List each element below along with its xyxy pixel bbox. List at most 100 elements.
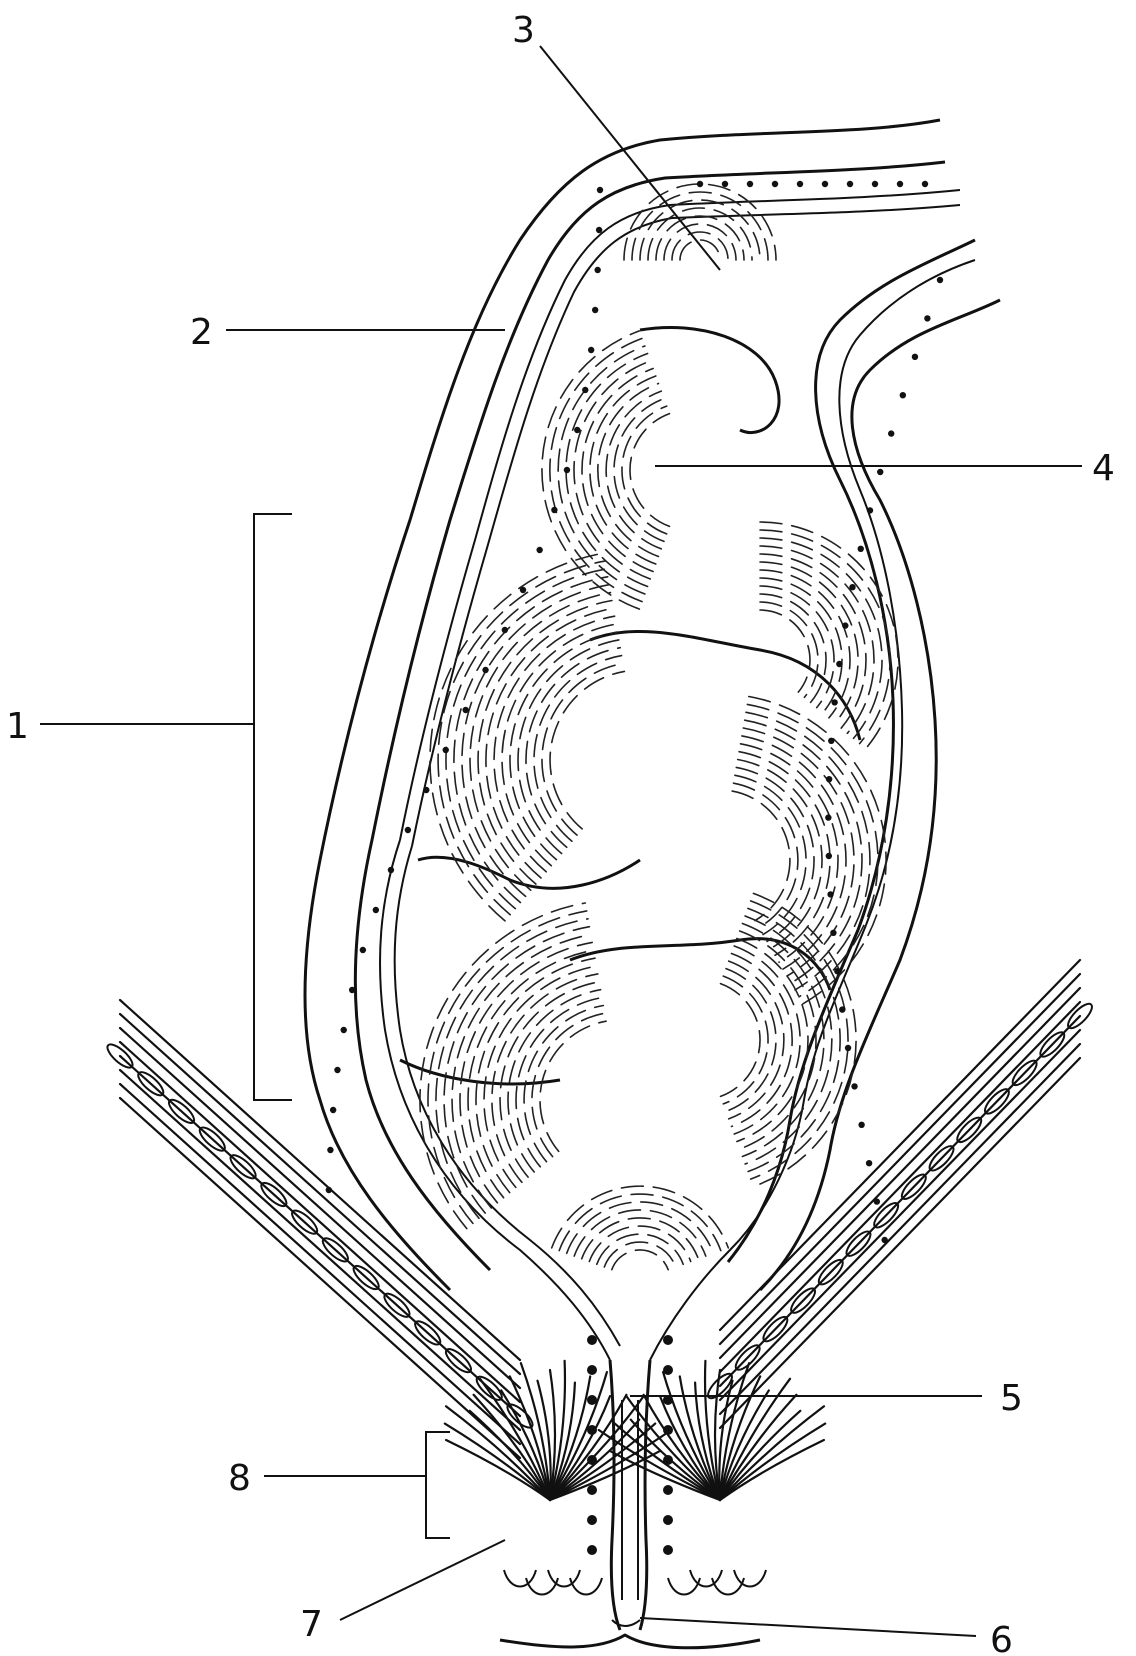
label-7: 7	[300, 1604, 323, 1645]
label-3: 3	[512, 10, 535, 51]
hatch-arc	[540, 1021, 606, 1151]
wall-dot	[722, 181, 728, 187]
wall-dot	[912, 354, 918, 360]
hatch-arc	[478, 601, 612, 885]
hatch-arc	[630, 414, 670, 527]
wall-dot	[839, 1006, 845, 1012]
hatch-arc	[721, 984, 761, 1097]
wall-dot	[772, 181, 778, 187]
mucosal-hatching	[420, 184, 898, 1270]
muscle-fiber	[120, 1028, 520, 1388]
sphincter-lobe	[734, 1570, 766, 1587]
wall-dot	[922, 181, 928, 187]
muscle-fiber	[720, 1044, 1080, 1414]
wall-dot	[536, 547, 542, 553]
hatch-arc	[590, 376, 656, 564]
wall-dot	[827, 891, 833, 897]
hatch-arc	[760, 562, 858, 723]
wall-dot	[836, 661, 842, 667]
anal-orifice	[500, 1620, 760, 1648]
rectal-folds	[400, 327, 860, 1083]
wall-dots	[326, 181, 944, 1555]
muscle-fiber	[120, 1084, 520, 1444]
wall-dot	[937, 277, 943, 283]
label-4: 4	[1092, 448, 1115, 489]
muscle-fiber	[720, 960, 1080, 1330]
muscle-fiber	[720, 1016, 1080, 1386]
wall-dot	[877, 469, 883, 475]
mucosal-lining	[380, 190, 975, 1360]
wall-dot	[830, 930, 836, 936]
wall-dot	[592, 307, 598, 313]
wall-dot	[388, 867, 394, 873]
bracket-1	[40, 514, 292, 1100]
hatch-arc	[598, 384, 659, 557]
wall-dot	[828, 738, 834, 744]
wall-dot	[594, 267, 600, 273]
wall-dot	[888, 430, 894, 436]
wall-dot	[373, 907, 379, 913]
hatch-arc	[552, 1186, 729, 1248]
hatch-arc	[542, 664, 623, 836]
wall-dot	[564, 467, 570, 473]
muscle-fiber	[720, 988, 1080, 1358]
muscle-fiber	[120, 1070, 520, 1430]
wall-dot	[826, 776, 832, 782]
leader-lines	[226, 46, 1082, 1636]
wall-dot	[663, 1485, 673, 1495]
wall-dot	[330, 1107, 336, 1113]
wall-dot	[858, 546, 864, 552]
wall-dot	[822, 181, 828, 187]
hatch-arc	[732, 791, 790, 921]
wall-dot	[663, 1335, 673, 1345]
wall-dot	[587, 1545, 597, 1555]
wall-dot	[847, 181, 853, 187]
wall-dot	[663, 1515, 673, 1525]
wall-dot	[587, 1515, 597, 1525]
hatch-arc	[582, 369, 653, 572]
sphincter-lobe	[690, 1570, 722, 1587]
label-1: 1	[6, 706, 29, 747]
hatch-arc	[486, 608, 613, 878]
wall-dot	[747, 181, 753, 187]
wall-dot	[867, 507, 873, 513]
wall-dot	[924, 315, 930, 321]
hatch-arc	[664, 224, 736, 260]
wall-dot	[900, 392, 906, 398]
wall-dot	[482, 667, 488, 673]
sphincter-lobe	[504, 1570, 536, 1587]
hatch-arc	[729, 961, 784, 1119]
wall-dot	[596, 227, 602, 233]
muscle-fiber	[120, 1000, 520, 1360]
hatch-arc	[737, 939, 808, 1142]
wall-dot	[588, 347, 594, 353]
wall-dot	[582, 387, 588, 393]
hatch-arc	[656, 216, 744, 260]
wall-dot	[797, 181, 803, 187]
hatch-arc	[532, 1013, 605, 1156]
hatch-arc	[550, 671, 624, 829]
hatch-arc	[734, 783, 798, 927]
wall-dot	[443, 747, 449, 753]
wall-dot	[520, 587, 526, 593]
wall-dot	[587, 1365, 597, 1375]
hatch-arc	[612, 1250, 668, 1270]
wall-dot	[341, 1027, 347, 1033]
hatch-arc	[606, 391, 661, 549]
hatch-arc	[444, 927, 589, 1213]
label-8: 8	[228, 1458, 251, 1499]
hatch-arc	[589, 1226, 690, 1261]
wall-dot	[574, 427, 580, 433]
diagram-labels: 1 2 3 4 5 6 7 8	[6, 10, 1115, 1656]
wall-dot	[349, 987, 355, 993]
wall-dot	[423, 787, 429, 793]
wall-dot	[587, 1485, 597, 1495]
wall-dot	[866, 1160, 872, 1166]
wall-dot	[826, 853, 832, 859]
hatch-arc	[558, 346, 645, 594]
label-5: 5	[1000, 1378, 1023, 1419]
wall-dot	[834, 968, 840, 974]
hatch-arc	[739, 752, 830, 956]
wall-dot	[327, 1147, 333, 1153]
